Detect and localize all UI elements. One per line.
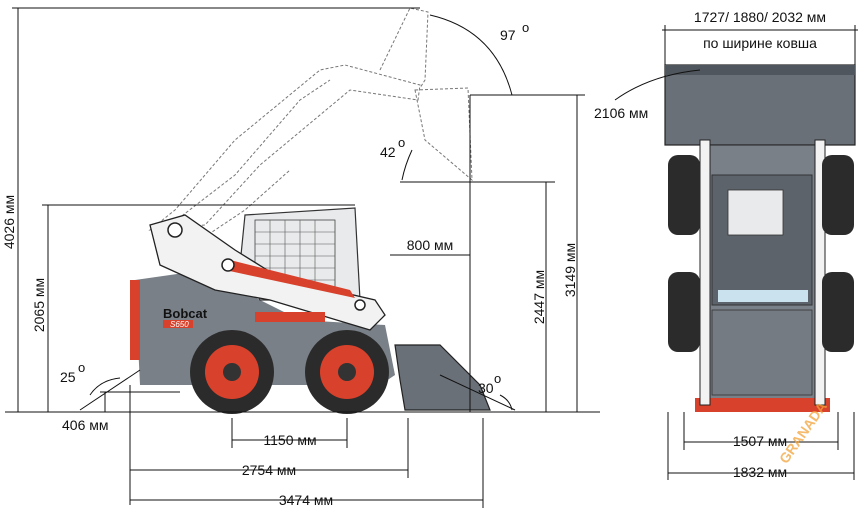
svg-text:o: o <box>522 20 529 35</box>
dim-turning-radius: 2106 мм <box>594 105 648 121</box>
arm-stripe <box>225 260 355 298</box>
roof-grille <box>727 189 784 236</box>
dim-bucket-note: по ширине ковша <box>703 35 817 51</box>
dim-rollback-raised: 42 <box>380 144 396 160</box>
rear-wheel <box>190 330 274 414</box>
dim-overall-width: 1832 мм <box>733 464 787 480</box>
front-wheel <box>305 330 389 414</box>
top-dimensions: 1727/ 1880/ 2032 мм по ширине ковша 2106… <box>594 9 858 480</box>
brand-logo: Bobcat <box>163 306 208 321</box>
dim-cab-height: 2065 мм <box>31 278 47 332</box>
svg-text:o: o <box>398 135 405 150</box>
dim-clearance: 406 мм <box>62 417 109 433</box>
rear-light <box>130 280 140 360</box>
svg-text:o: o <box>78 360 85 375</box>
dim-dump-reach: 800 мм <box>407 237 454 253</box>
loader-side-body: Bobcat S650 <box>130 207 491 414</box>
dim-total-height: 4026 мм <box>1 195 17 249</box>
rear-bumper <box>695 398 830 412</box>
dim-track-width: 1507 мм <box>733 433 787 449</box>
loader-top-body <box>664 64 856 412</box>
dim-rollback-ground: 30 <box>478 380 494 396</box>
svg-text:o: o <box>494 371 501 386</box>
dim-wheelbase: 1150 мм <box>263 432 316 448</box>
tire-front-right <box>822 155 854 235</box>
dim-length-total: 3474 мм <box>279 492 333 508</box>
bucket-top <box>664 64 856 146</box>
tire-front-left <box>668 155 700 235</box>
dim-dump-angle: 97 <box>500 27 516 43</box>
tire-rear-right <box>822 272 854 352</box>
dim-approach-angle: 25 <box>60 369 76 385</box>
side-dimensions: 4026 мм 2065 мм 25 o 406 мм 1150 мм 2754… <box>1 7 600 508</box>
dim-length-no-bucket: 2754 мм <box>242 462 296 478</box>
dim-bucket-widths: 1727/ 1880/ 2032 мм <box>694 9 826 25</box>
dim-dump-height: 2447 мм <box>531 270 547 324</box>
model-label: S650 <box>170 320 189 329</box>
dim-hinge-height: 3149 мм <box>562 243 578 297</box>
raised-arm-outline <box>148 7 473 241</box>
tire-rear-left <box>668 272 700 352</box>
